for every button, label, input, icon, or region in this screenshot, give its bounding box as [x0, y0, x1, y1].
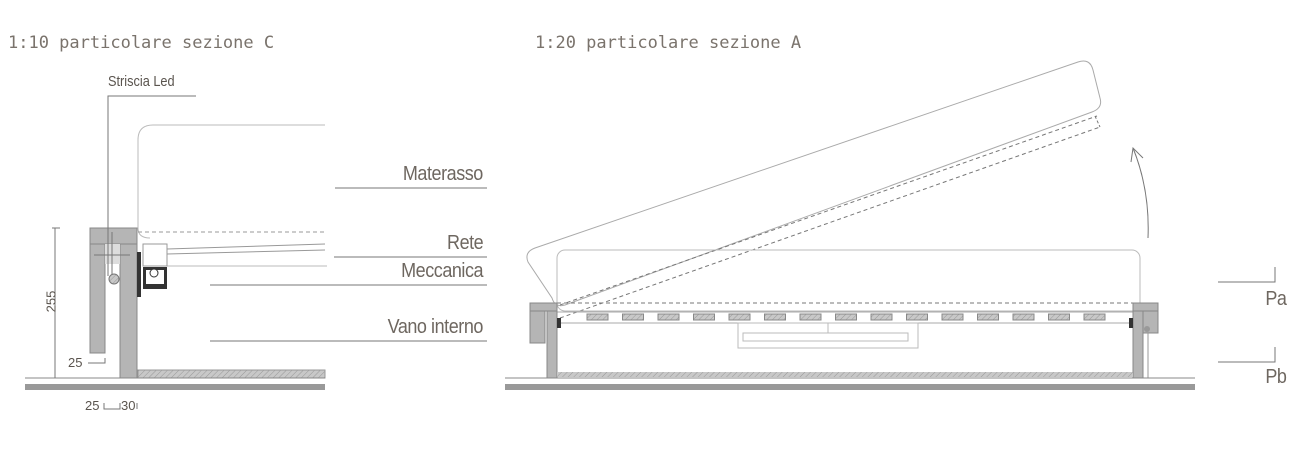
slat — [977, 313, 999, 321]
slat — [1048, 313, 1070, 321]
height-dimension: 255 — [43, 290, 59, 313]
bottom-dimension-a: 25 — [85, 398, 100, 413]
closed-mattress — [556, 249, 1141, 312]
bottom-dimension-b: 30 — [121, 398, 136, 413]
section-c-title: 1:10 particolare sezione C — [8, 33, 275, 53]
slat — [693, 313, 715, 321]
slats — [586, 313, 1106, 321]
slat — [622, 313, 644, 321]
floor — [505, 384, 1195, 390]
floor — [25, 384, 325, 390]
section-c-drawing — [25, 95, 487, 410]
net-line — [166, 243, 326, 250]
raised-mattress — [526, 60, 1102, 307]
level-pb-label: Pb — [1264, 366, 1287, 388]
slat — [870, 313, 893, 321]
slat — [906, 313, 928, 321]
led-strip — [108, 273, 120, 285]
slat — [1012, 313, 1035, 321]
mattress-outline — [137, 124, 325, 239]
inner-post — [119, 243, 138, 379]
storage-label: Vano interno — [387, 316, 484, 338]
section-a-title: 1:20 particolare sezione A — [535, 33, 802, 53]
lift-arrow-icon — [1132, 147, 1149, 239]
mechanism-label: Meccanica — [401, 260, 483, 282]
slat — [586, 313, 609, 321]
led-label: Striscia Led — [108, 73, 175, 90]
section-a-drawing — [505, 60, 1276, 390]
net-label: Rete — [446, 232, 484, 254]
slat — [1083, 313, 1106, 321]
slat — [941, 313, 964, 321]
outer-leg — [89, 227, 106, 354]
leg-dimension: 25 — [68, 355, 83, 370]
slat — [799, 313, 822, 321]
slat — [835, 313, 857, 321]
mattress-label: Materasso — [403, 163, 483, 185]
level-pa-label: Pa — [1264, 288, 1287, 310]
slat — [728, 313, 751, 321]
slat — [657, 313, 680, 321]
slat — [764, 313, 786, 321]
